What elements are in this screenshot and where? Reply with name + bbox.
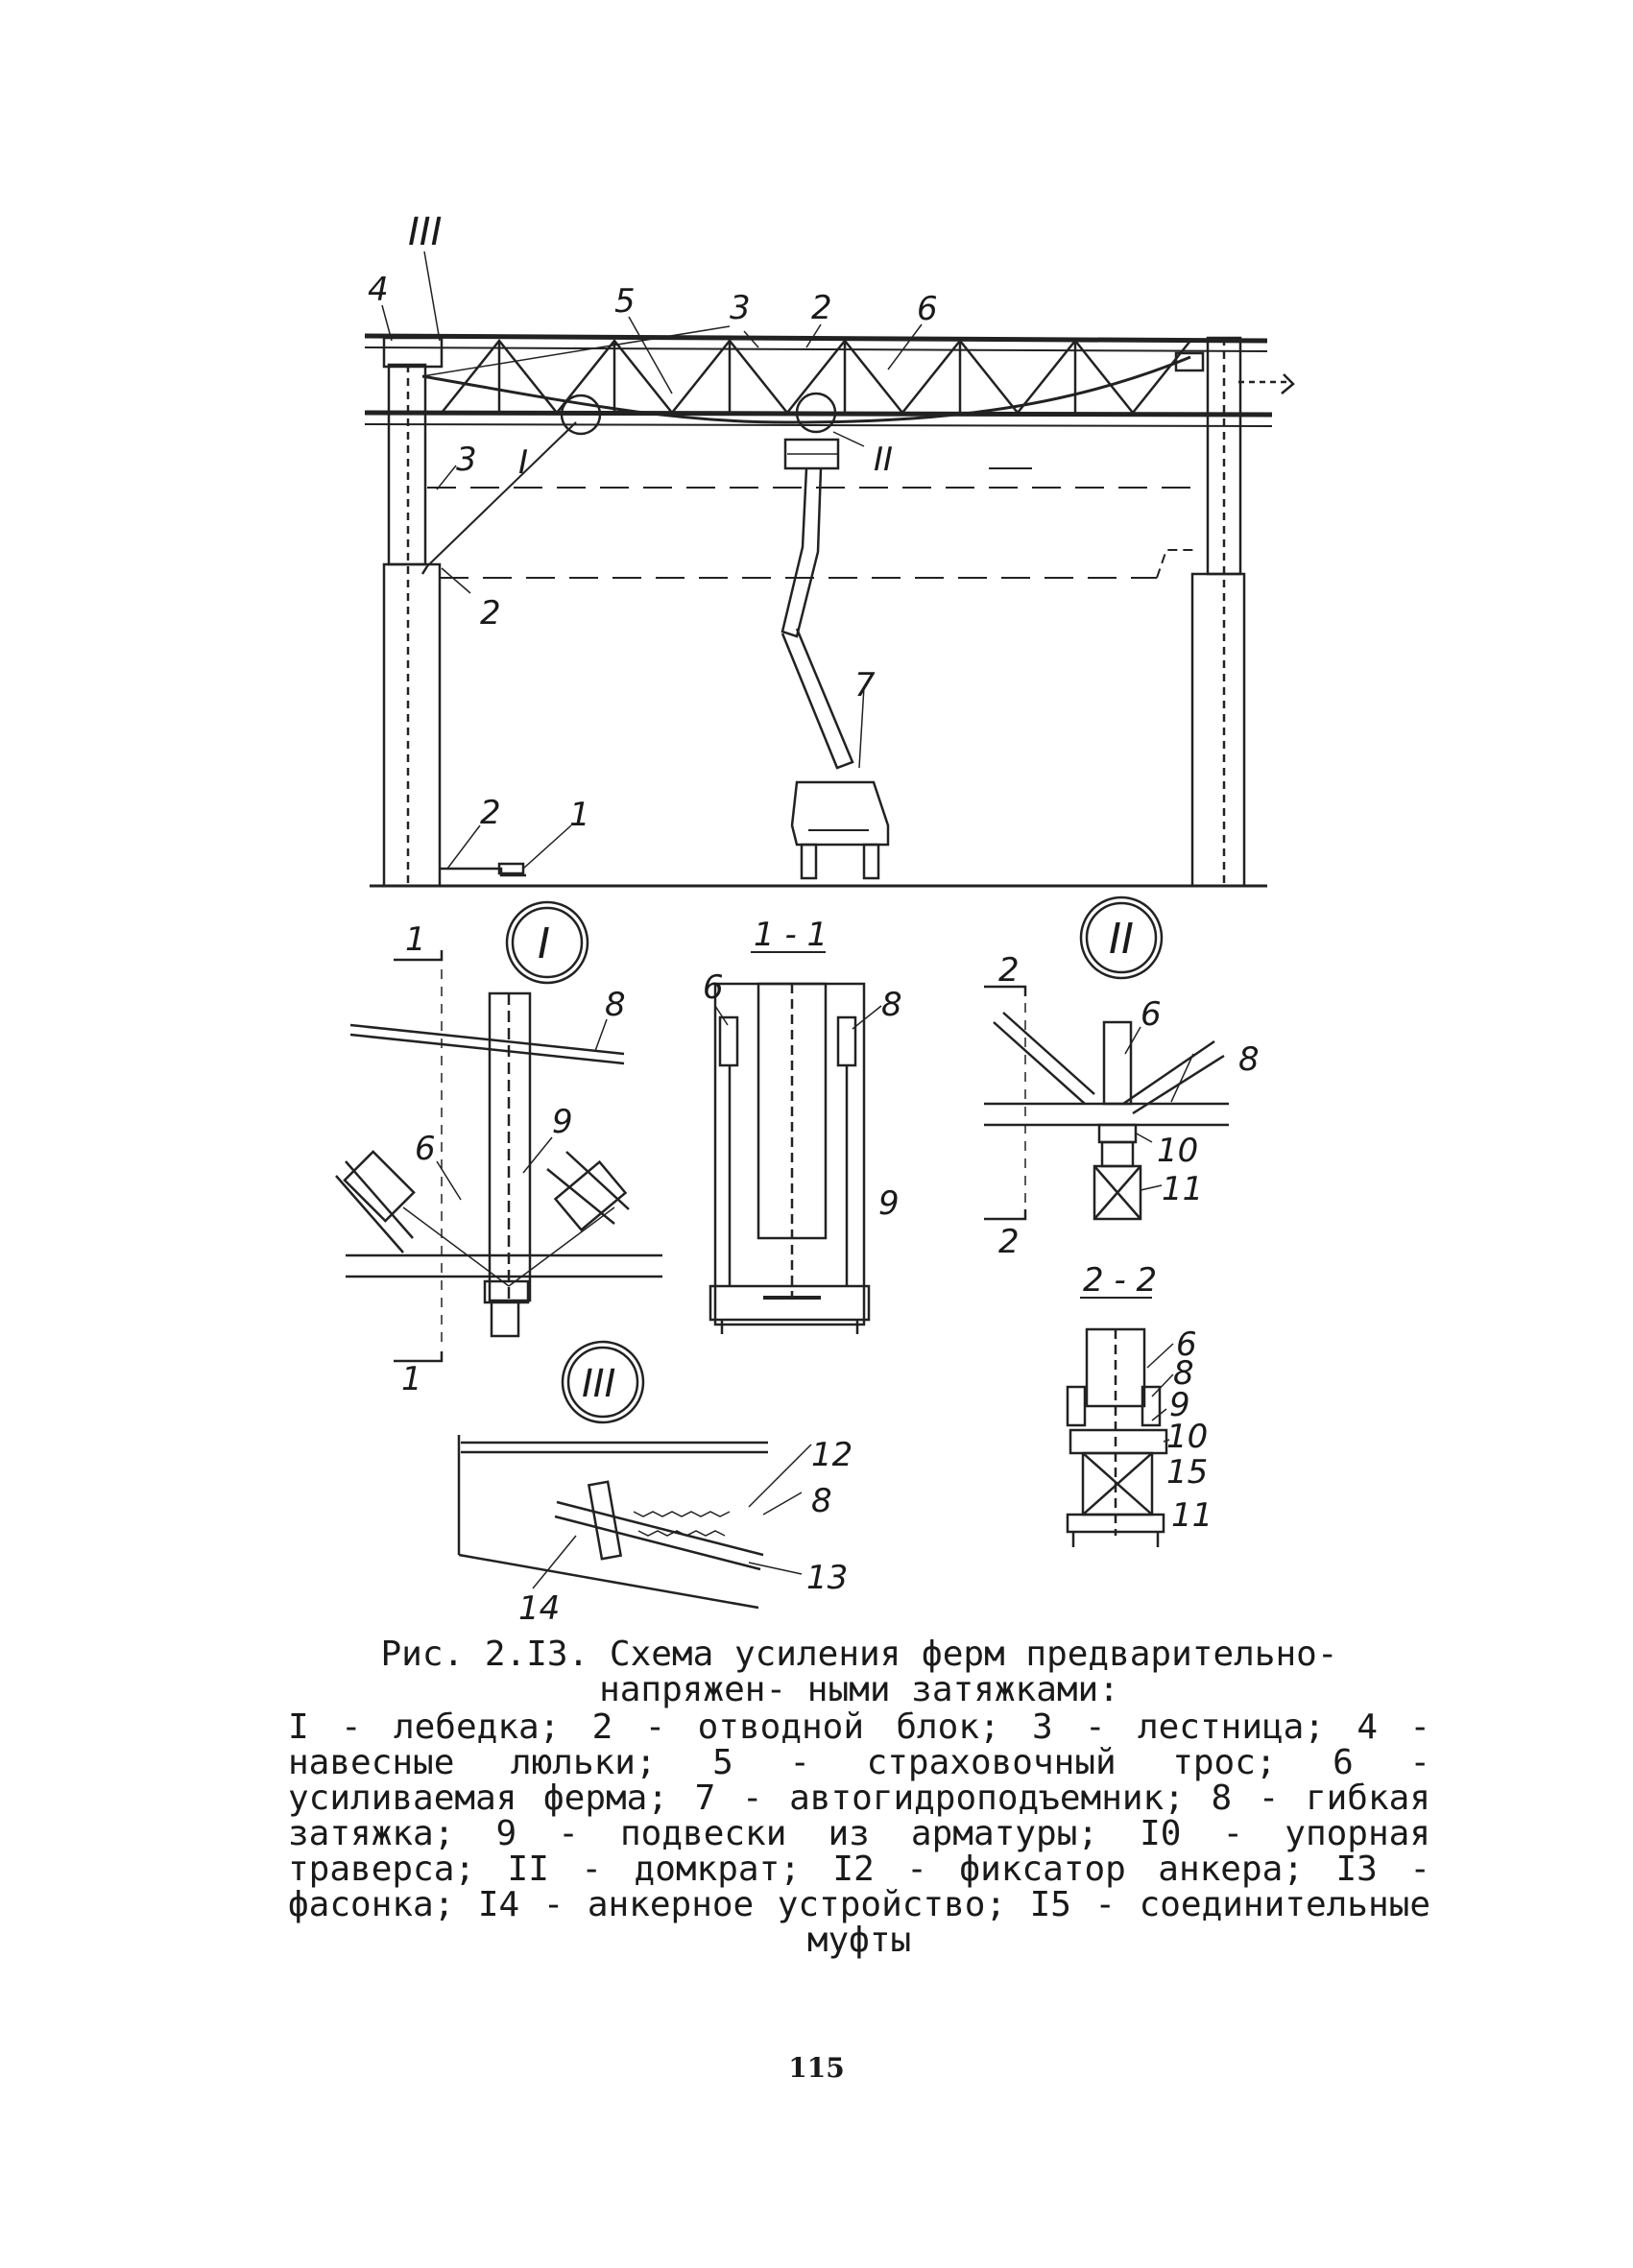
- right-column-upper: [1206, 336, 1242, 576]
- detail-II-label-10: 10: [1157, 1132, 1198, 1170]
- detail-III-label-8: 8: [811, 1482, 832, 1520]
- hydraulic-lift: [780, 438, 890, 880]
- left-column-lower: [382, 562, 442, 888]
- tie-rod: [421, 355, 1191, 424]
- section-2-2-label-15: 15: [1166, 1453, 1208, 1492]
- main-label-detail-1: I: [518, 443, 528, 482]
- section-2-2-label-8: 8: [1173, 1354, 1194, 1393]
- detail-I-label-8: 8: [605, 986, 626, 1024]
- section-2-2-label-9: 9: [1169, 1386, 1190, 1424]
- winch: [440, 867, 526, 877]
- main-label-2-top: 2: [811, 289, 832, 327]
- detail-II-cut: 2: [998, 951, 1020, 990]
- detail-I-label-6: 6: [415, 1130, 436, 1168]
- detail-II-marker: [795, 392, 837, 434]
- detail-I-cut-bottom: 1: [401, 1360, 422, 1398]
- detail-I: [335, 900, 662, 1363]
- detail-II-title: II: [1109, 915, 1134, 964]
- safety-cable: [421, 325, 731, 377]
- detail-I-title: I: [538, 919, 550, 968]
- detail-II-cut-bottom: 2: [998, 1223, 1020, 1261]
- main-label-4: 4: [368, 271, 389, 309]
- truss: [364, 333, 1295, 427]
- main-label-7: 7: [854, 666, 876, 704]
- section-1-1-label-9: 9: [878, 1184, 900, 1223]
- caption-title: Рис. 2.I3. Схема усиления ферм предварит…: [380, 1635, 1338, 1709]
- detail-III-label-14: 14: [518, 1589, 560, 1628]
- figure-legend: I - лебедка; 2 - отводной блок; 3 - лест…: [288, 1707, 1430, 1960]
- section-1-1: [708, 951, 882, 1334]
- section-1-1-title: 1 - 1: [754, 916, 828, 954]
- section-2-2: [1066, 1297, 1174, 1547]
- section-1-1-label-6: 6: [703, 968, 724, 1007]
- detail-I-marker: [560, 394, 602, 436]
- main-label-detail-2: II: [874, 441, 893, 479]
- detail-II-label-8: 8: [1238, 1040, 1260, 1079]
- detail-II-label-6: 6: [1141, 995, 1162, 1034]
- figure-caption: Рис. 2.I3. Схема усиления ферм предварит…: [288, 1636, 1430, 1958]
- detail-II: [984, 895, 1229, 1221]
- detail-III-label-13: 13: [806, 1559, 848, 1597]
- detail-III-title: III: [582, 1362, 615, 1406]
- section-2-2-label-10: 10: [1166, 1418, 1208, 1456]
- right-column-lower: [1190, 572, 1246, 888]
- detail-I-cut: 1: [405, 920, 426, 959]
- main-label-2-ground: 2: [480, 794, 501, 832]
- detail-I-label-9: 9: [552, 1103, 573, 1141]
- detail-III-label-12: 12: [811, 1436, 853, 1474]
- section-1-1-label-8: 8: [881, 986, 902, 1024]
- main-label-2-column: 2: [480, 594, 501, 633]
- page-number: 115: [788, 2052, 845, 2084]
- main-scheme: [364, 251, 1295, 888]
- cradle: [382, 336, 444, 369]
- main-label-1-ground: 1: [569, 796, 590, 834]
- main-label-5: 5: [614, 282, 636, 321]
- winch-cable: [426, 421, 577, 567]
- section-2-2-label-11: 11: [1171, 1496, 1213, 1535]
- detail-II-label-11: 11: [1162, 1170, 1203, 1208]
- section-2-2-title: 2 - 2: [1083, 1261, 1157, 1300]
- main-label-3-top: 3: [730, 289, 751, 327]
- section-2-2-label-6: 6: [1176, 1325, 1197, 1364]
- detail-III: [457, 1340, 812, 1610]
- main-label-3-ladder: 3: [456, 441, 477, 479]
- main-label-6: 6: [917, 290, 938, 328]
- main-label-detail-3: III: [408, 210, 442, 254]
